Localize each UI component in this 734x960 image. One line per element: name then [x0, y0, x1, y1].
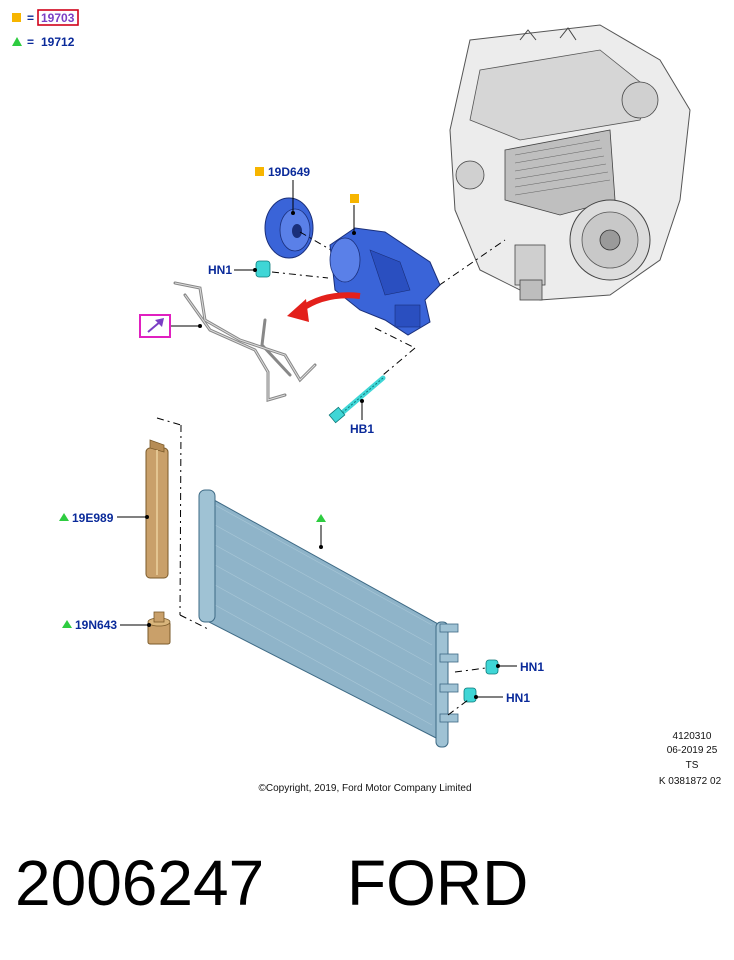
hose-link-box[interactable]: [139, 314, 171, 338]
copyright-notice: ©Copyright, 2019, Ford Motor Company Lim…: [258, 783, 471, 794]
condenser-triangle-marker: [316, 514, 326, 522]
plug-triangle-marker: [62, 620, 72, 628]
callout-HN1-condenser-upper[interactable]: HN1: [520, 660, 544, 674]
reference-line-3: TS: [686, 760, 699, 771]
callout-19N643[interactable]: 19N643: [75, 618, 117, 632]
bolt-hb1[interactable]: [328, 375, 386, 424]
drier-plug[interactable]: [147, 611, 171, 645]
drier-triangle-marker: [59, 513, 69, 521]
callout-19D649[interactable]: 19D649: [268, 165, 310, 179]
part-number: 2006247: [15, 847, 264, 919]
reference-line-4: K 0381872 02: [659, 776, 722, 787]
engine-illustration: [449, 24, 691, 301]
legend-triangle-marker: [12, 37, 22, 46]
legend-code-highlight: [37, 9, 79, 26]
reference-line-1: 4120310: [673, 731, 712, 742]
callout-19E989[interactable]: 19E989: [72, 511, 114, 525]
reference-line-2: 06-2019 25: [667, 745, 718, 756]
reference-block: 4120310 06-2019 25 TS K 0381872 02: [659, 731, 722, 787]
removal-arrow-icon: [287, 292, 361, 322]
legend-square-marker: [12, 13, 21, 22]
callout-HN1-condenser-lower[interactable]: HN1: [506, 691, 530, 705]
legend-equals-1: =: [27, 11, 34, 25]
ac-condenser[interactable]: [198, 489, 459, 748]
clutch-square-marker: [255, 167, 264, 176]
compressor-mount-line: [424, 239, 506, 296]
receiver-drier[interactable]: [145, 439, 169, 579]
callout-HB1[interactable]: HB1: [350, 422, 374, 436]
callout-HN1-compressor[interactable]: HN1: [208, 263, 232, 277]
legend-code-19703[interactable]: 19703: [41, 11, 75, 25]
nut-hn1-condenser-lower[interactable]: [463, 687, 477, 703]
nut-hn1-compressor[interactable]: [255, 260, 271, 278]
compressor-square-marker: [350, 194, 359, 203]
compressor-clutch[interactable]: [264, 197, 314, 259]
ac-compressor[interactable]: [329, 227, 441, 336]
arrow-up-right-icon: [147, 318, 164, 333]
legend-code-19712[interactable]: 19712: [41, 35, 75, 49]
nut-hn1-condenser-upper[interactable]: [485, 659, 499, 675]
legend: = 19703 = 19712: [12, 9, 79, 49]
legend-equals-2: =: [27, 35, 34, 49]
brand-name: FORD: [347, 847, 528, 919]
